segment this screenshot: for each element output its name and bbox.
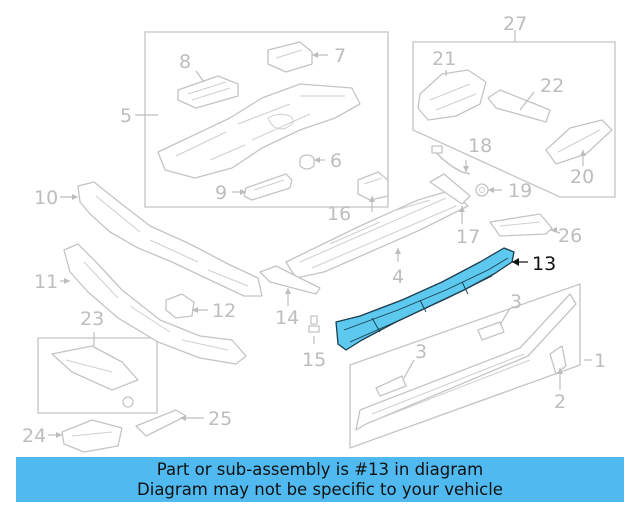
part-23-plug: [122, 396, 134, 408]
callout-25: 25: [208, 408, 232, 430]
callout-21: 21: [432, 48, 456, 70]
callout-8: 8: [179, 51, 191, 73]
callout-23: 23: [80, 308, 104, 330]
part-17-bracket: [429, 173, 471, 205]
part-7-bracket: [267, 41, 313, 73]
part-14-bracket: [259, 265, 321, 295]
callout-6: 6: [330, 150, 342, 172]
callout-13: 13: [532, 253, 556, 275]
callout-22: 22: [540, 75, 564, 97]
part-10-rail: [77, 181, 263, 297]
part-2-bracket: [549, 345, 567, 375]
callout-17: 17: [456, 226, 480, 248]
part-23-panel: [51, 345, 139, 391]
callout-12: 12: [212, 300, 236, 322]
part-21-bracket: [417, 69, 487, 121]
part-24-cover: [61, 419, 123, 453]
part-15-bolt: [308, 315, 320, 333]
callout-1: 1: [594, 350, 606, 372]
callout-4: 4: [392, 266, 404, 288]
banner-line-1: Part or sub-assembly is #13 in diagram: [156, 460, 484, 479]
part-18-cable: [431, 145, 471, 175]
callout-24: 24: [22, 425, 46, 447]
group-box-27: [412, 41, 616, 198]
callout-15: 15: [302, 349, 326, 371]
group-box-1: [349, 283, 581, 449]
part-6-plug: [299, 154, 315, 170]
callout-labels: 1 2 3 3 4 5 6 7 8 9 10 11 12 13 14 15 16…: [22, 13, 606, 447]
callout-3a: 3: [510, 291, 522, 313]
callout-20: 20: [570, 166, 594, 188]
part-9-bracket: [243, 173, 293, 201]
part-16-bracket: [357, 171, 389, 201]
part-8-bracket: [177, 75, 239, 109]
callout-11: 11: [34, 271, 58, 293]
callout-10: 10: [34, 187, 58, 209]
part-12-bracket: [165, 293, 195, 319]
info-banner: Part or sub-assembly is #13 in diagram D…: [16, 457, 624, 502]
part-5-front-floor: [157, 83, 361, 179]
callout-26: 26: [558, 225, 582, 247]
part-22-reinforcement: [487, 89, 551, 123]
part-26-reinforcement: [489, 213, 553, 237]
callout-2: 2: [554, 391, 566, 413]
callout-16: 16: [327, 203, 351, 225]
callout-9: 9: [215, 182, 227, 204]
callout-27: 27: [503, 13, 527, 35]
part-11-rail: [63, 243, 247, 365]
callout-18: 18: [468, 135, 492, 157]
leader-arrowheads: [56, 52, 586, 438]
callout-3b: 3: [415, 341, 427, 363]
part-20-bracket: [545, 119, 613, 165]
part-3b-bracket: [375, 375, 407, 397]
part-19-grommet: [475, 183, 489, 197]
part-4-floor-panel: [285, 189, 469, 279]
callout-7: 7: [334, 45, 346, 67]
group-box-23: [37, 337, 158, 414]
part-13-inner-sill-highlighted: [335, 247, 515, 351]
banner-line-2: Diagram may not be specific to your vehi…: [137, 480, 503, 499]
part-3a-bracket: [477, 321, 505, 341]
callout-19: 19: [508, 180, 532, 202]
callout-14: 14: [275, 307, 299, 329]
part-25-bracket: [135, 409, 187, 437]
group-box-5: [144, 31, 389, 208]
callout-5: 5: [120, 105, 132, 127]
part-1-outer-sill: [355, 293, 577, 431]
